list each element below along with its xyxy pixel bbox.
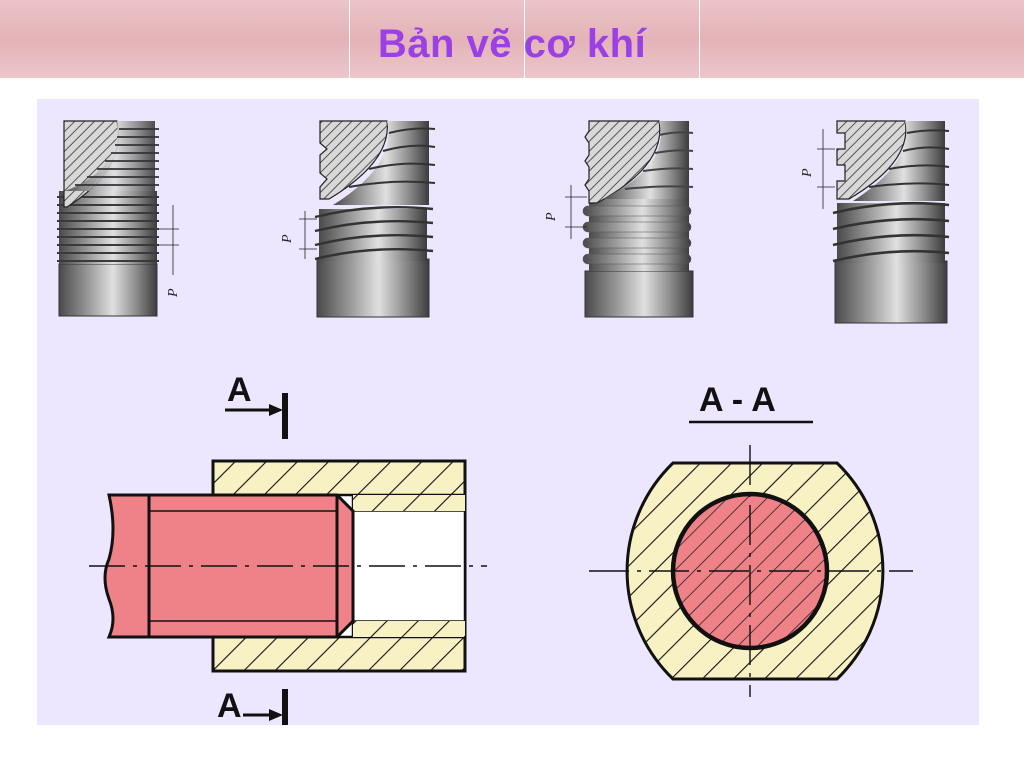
- thread-view-3: P: [544, 120, 694, 318]
- header-tile: [350, 0, 525, 78]
- header-banner: Bản vẽ cơ khí: [0, 0, 1024, 78]
- section-view-title: A - A: [699, 381, 776, 419]
- pitch-label: P: [800, 168, 815, 178]
- slide-title: Bản vẽ cơ khí: [377, 22, 647, 66]
- pitch-label: P: [280, 234, 295, 244]
- section-a-a-view: A - A: [589, 381, 913, 697]
- pitch-label: P: [544, 212, 559, 222]
- section-mark-top: A: [227, 371, 252, 409]
- header-tile: [525, 0, 700, 78]
- section-mark-bottom: A: [217, 687, 242, 725]
- thread-view-4: P: [800, 120, 950, 324]
- header-tile: [0, 0, 350, 78]
- pitch-label: P: [166, 288, 181, 298]
- assembly-section-view: A A: [89, 371, 487, 725]
- thread-view-2: P: [280, 120, 436, 318]
- thread-view-1: P: [57, 120, 181, 317]
- mechanical-drawing: P P: [57, 120, 950, 725]
